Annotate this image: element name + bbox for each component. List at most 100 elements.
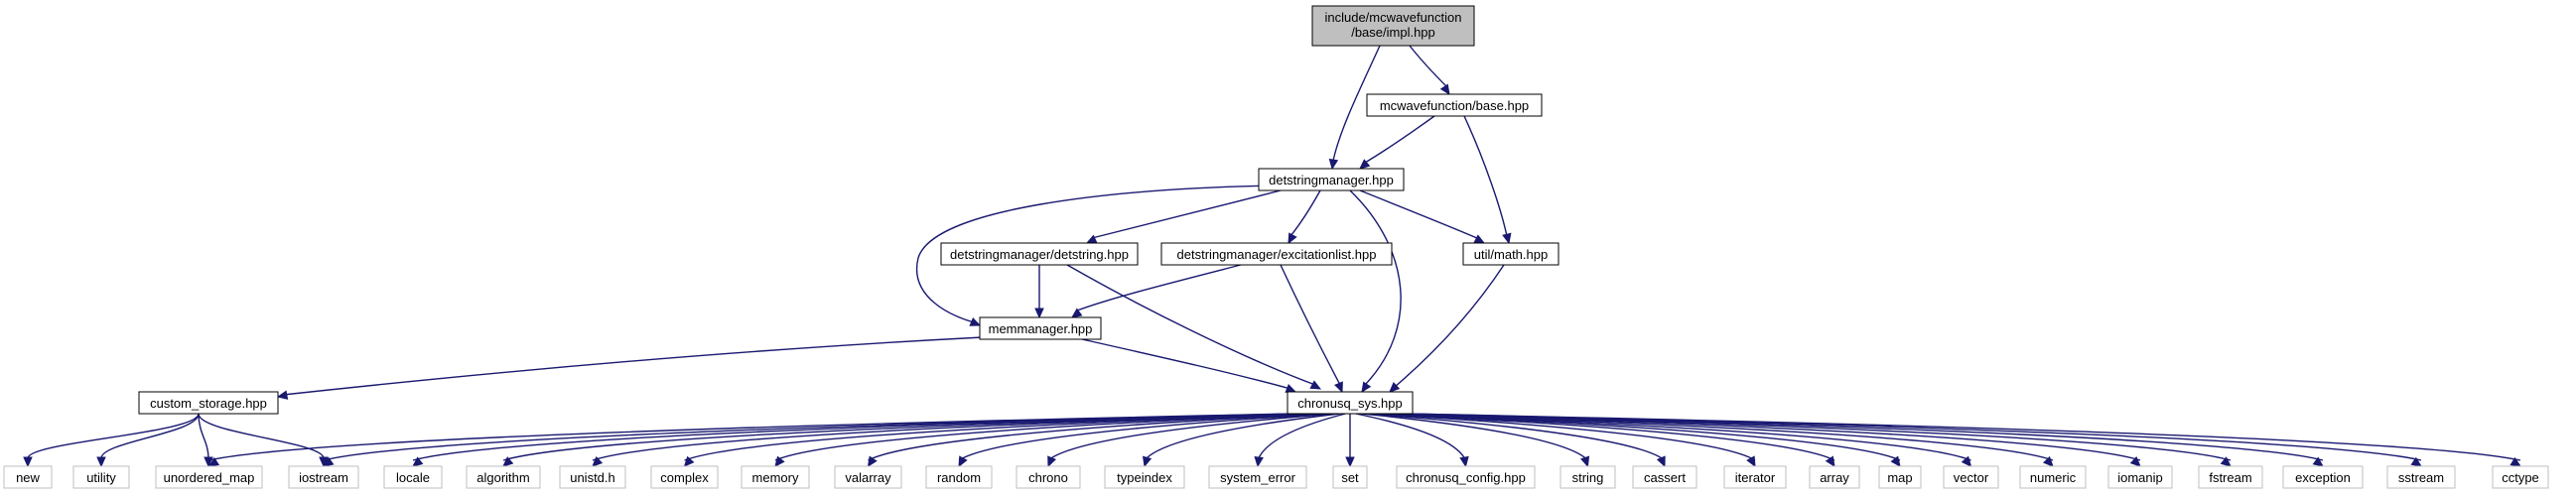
edge-chronusq-chronusq-config <box>1355 413 1469 468</box>
node-sys-set[interactable]: set <box>1332 465 1368 489</box>
edge-chronusq-complex-line <box>684 413 1317 461</box>
edge-chronusq-chrono-line <box>1047 413 1335 461</box>
node-sys-sstream-label: sstream <box>2398 470 2444 485</box>
node-sys-locale[interactable]: locale <box>383 465 443 489</box>
node-sys-system-error-label: system_error <box>1220 470 1296 485</box>
edge-chronusq-numeric-arrowhead <box>2042 455 2054 467</box>
edge-mcwf-base-math-arrowhead <box>1502 232 1512 245</box>
node-util-math[interactable]: util/math.hpp <box>1462 242 1559 266</box>
node-mcwavefunction-base-label: mcwavefunction/base.hpp <box>1380 98 1529 113</box>
node-custom-storage[interactable]: custom_storage.hpp <box>138 391 279 415</box>
edge-math-chronusq <box>1389 264 1505 393</box>
edge-chronusq-iterator-arrowhead <box>1746 455 1756 468</box>
node-root-line1: include/mcwavefunction <box>1324 10 1461 25</box>
edge-memmanager-custom-arrowhead <box>276 390 289 400</box>
node-sys-chrono-label: chrono <box>1028 470 1068 485</box>
node-sys-chronusq-config[interactable]: chronusq_config.hpp <box>1396 465 1536 489</box>
edge-mcwf-base-detstringmanager-arrowhead <box>1359 159 1371 170</box>
edge-chronusq-exception-arrowhead <box>2312 456 2324 467</box>
edge-chronusq-unordered-map-arrowhead <box>207 456 220 467</box>
edge-dsm-excitationlist-line <box>1289 189 1321 237</box>
node-sys-string[interactable]: string <box>1559 465 1616 489</box>
node-sys-system-error[interactable]: system_error <box>1208 465 1307 489</box>
node-excitationlist[interactable]: detstringmanager/excitationlist.hpp <box>1160 242 1393 266</box>
node-sys-unordered-map[interactable]: unordered_map <box>155 465 263 489</box>
edge-chronusq-cctype-line <box>1404 413 2521 461</box>
node-sys-cctype[interactable]: cctype <box>2492 465 2549 489</box>
edge-chronusq-string-arrowhead <box>1580 455 1590 468</box>
node-sys-algorithm[interactable]: algorithm <box>466 465 541 489</box>
edge-chronusq-memory <box>774 413 1322 467</box>
edge-chronusq-system-error-arrowhead <box>1254 455 1264 468</box>
edge-chronusq-valarray <box>867 413 1326 468</box>
edge-chronusq-algorithm-arrowhead <box>502 456 514 467</box>
edge-chronusq-sstream-arrowhead <box>2410 456 2423 467</box>
edge-custom-unordered-map-line <box>198 413 209 459</box>
node-sys-algorithm-label: algorithm <box>476 470 529 485</box>
node-chronusq-sys[interactable]: chronusq_sys.hpp <box>1287 391 1414 415</box>
edge-memmanager-chronusq-line <box>1081 338 1291 390</box>
node-excitationlist-label: detstringmanager/excitationlist.hpp <box>1177 247 1377 262</box>
node-sys-iterator[interactable]: iterator <box>1723 465 1787 489</box>
edge-chronusq-array-arrowhead <box>1825 455 1835 468</box>
node-root-impl[interactable]: include/mcwavefunction /base/impl.hpp <box>1311 5 1475 47</box>
edge-dsm-math-line <box>1359 189 1478 239</box>
node-sys-sstream[interactable]: sstream <box>2386 465 2456 489</box>
node-sys-vector[interactable]: vector <box>1943 465 1999 489</box>
edge-chronusq-memory-arrowhead <box>774 455 785 467</box>
edge-dsm-math <box>1359 189 1486 244</box>
edge-chronusq-iterator <box>1370 413 1756 468</box>
node-sys-random[interactable]: random <box>925 465 993 489</box>
node-sys-new[interactable]: new <box>3 465 53 489</box>
node-sys-cassert[interactable]: cassert <box>1632 465 1697 489</box>
edge-chronusq-set-arrowhead <box>1345 456 1355 468</box>
edge-custom-iostream-line <box>198 413 325 459</box>
edge-chronusq-random <box>958 413 1331 468</box>
edge-chronusq-unistd <box>592 413 1312 467</box>
node-sys-fstream[interactable]: fstream <box>2198 465 2263 489</box>
edge-dsm-excitationlist <box>1288 189 1321 245</box>
node-sys-exception[interactable]: exception <box>2282 465 2364 489</box>
edge-chronusq-system-error-line <box>1257 413 1346 461</box>
node-sys-chrono[interactable]: chrono <box>1016 465 1081 489</box>
edge-excitation-chronusq-arrowhead <box>1334 381 1343 394</box>
node-sys-valarray[interactable]: valarray <box>834 465 902 489</box>
edge-mcwf-base-detstringmanager <box>1359 115 1435 170</box>
node-detstring[interactable]: detstringmanager/detstring.hpp <box>940 242 1139 266</box>
node-sys-array-label: array <box>1820 470 1849 485</box>
edge-root-detstringmanager <box>1328 45 1381 171</box>
edge-custom-new-line <box>27 413 200 459</box>
node-sys-unistd[interactable]: unistd.h <box>559 465 626 489</box>
node-detstring-label: detstringmanager/detstring.hpp <box>950 247 1129 262</box>
edge-chronusq-fstream-arrowhead <box>2220 456 2232 467</box>
node-sys-fstream-label: fstream <box>2209 470 2251 485</box>
node-sys-typeindex[interactable]: typeindex <box>1104 465 1185 489</box>
node-mcwavefunction-base[interactable]: mcwavefunction/base.hpp <box>1366 93 1543 117</box>
edge-root-detstringmanager-line <box>1332 45 1381 162</box>
node-sys-iomanip[interactable]: iomanip <box>2107 465 2173 489</box>
edge-chronusq-random-arrowhead <box>958 455 968 468</box>
edge-dsm-memmanager-arrowhead <box>969 316 982 326</box>
node-root-line2: /base/impl.hpp <box>1351 25 1435 40</box>
node-sys-numeric[interactable]: numeric <box>2019 465 2087 489</box>
edge-math-chronusq-line <box>1394 264 1505 388</box>
node-sys-array[interactable]: array <box>1809 465 1860 489</box>
node-detstringmanager[interactable]: detstringmanager.hpp <box>1258 168 1405 191</box>
node-sys-map[interactable]: map <box>1878 465 1922 489</box>
edge-chronusq-chronusq-config-arrowhead <box>1459 455 1469 468</box>
node-sys-map-label: map <box>1887 470 1912 485</box>
node-sys-memory-label: memory <box>752 470 799 485</box>
node-memmanager-label: memmanager.hpp <box>989 321 1093 336</box>
node-sys-iostream[interactable]: iostream <box>288 465 359 489</box>
edge-mcwf-base-math <box>1463 115 1512 245</box>
node-sys-complex[interactable]: complex <box>650 465 719 489</box>
edge-detstring-chronusq-arrowhead <box>1309 380 1322 390</box>
node-sys-string-label: string <box>1572 470 1604 485</box>
edge-dsm-chronusq-arrowhead <box>1361 381 1372 394</box>
node-memmanager[interactable]: memmanager.hpp <box>979 316 1102 340</box>
edge-chronusq-chronusq-config-line <box>1355 413 1467 461</box>
edge-excitation-memmanager-line <box>1076 264 1242 311</box>
node-sys-memory[interactable]: memory <box>741 465 810 489</box>
edge-root-detstringmanager-arrowhead <box>1328 158 1339 171</box>
node-sys-utility[interactable]: utility <box>72 465 130 489</box>
